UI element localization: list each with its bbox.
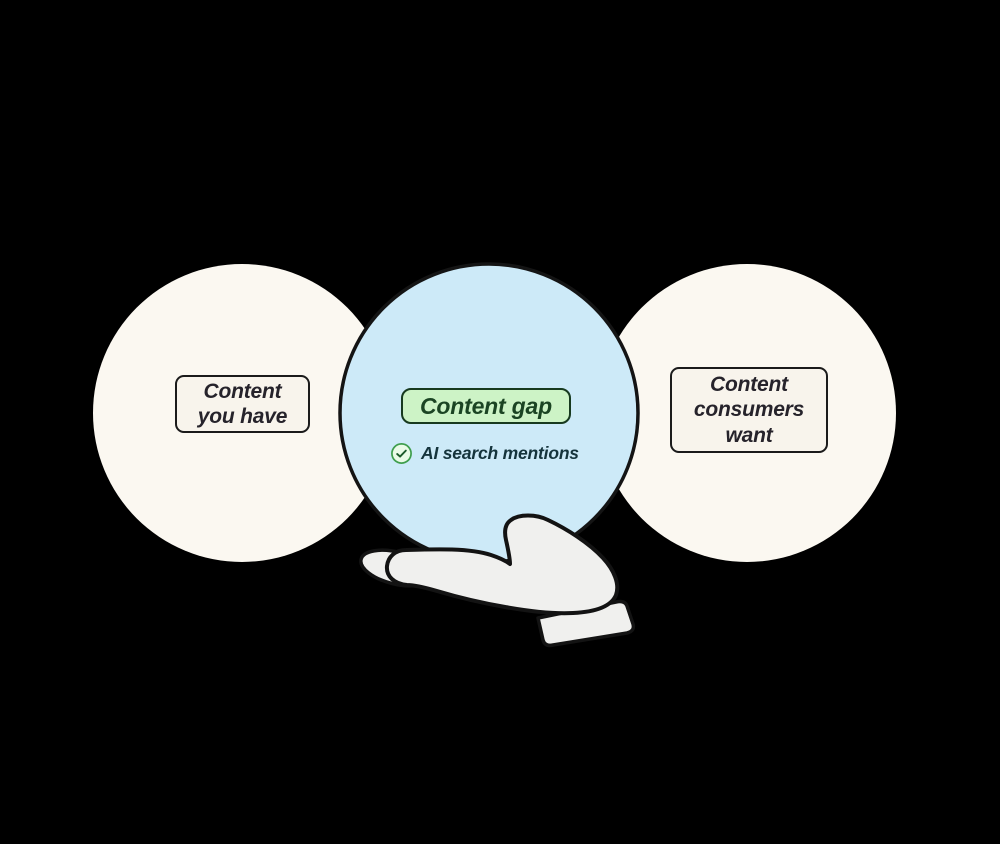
label-line: you have (197, 405, 288, 428)
hand-cuff (536, 599, 636, 648)
check-circle-icon (391, 442, 412, 464)
badge-label: Content gap (420, 392, 552, 419)
label-line: consumers (693, 398, 805, 422)
label-line: Content (203, 379, 282, 403)
label-content-you-have: Content you have (175, 375, 310, 433)
label-line: Content (710, 373, 788, 397)
content-gap-badge: Content gap (401, 388, 571, 424)
label-content-consumers-want: Content consumers want (670, 367, 828, 453)
hand-palm-and-thumb (384, 513, 620, 616)
ai-search-mentions-row: AI search mentions (390, 441, 590, 465)
label-line: want (725, 423, 773, 447)
note-label: AI search mentions (421, 442, 579, 463)
